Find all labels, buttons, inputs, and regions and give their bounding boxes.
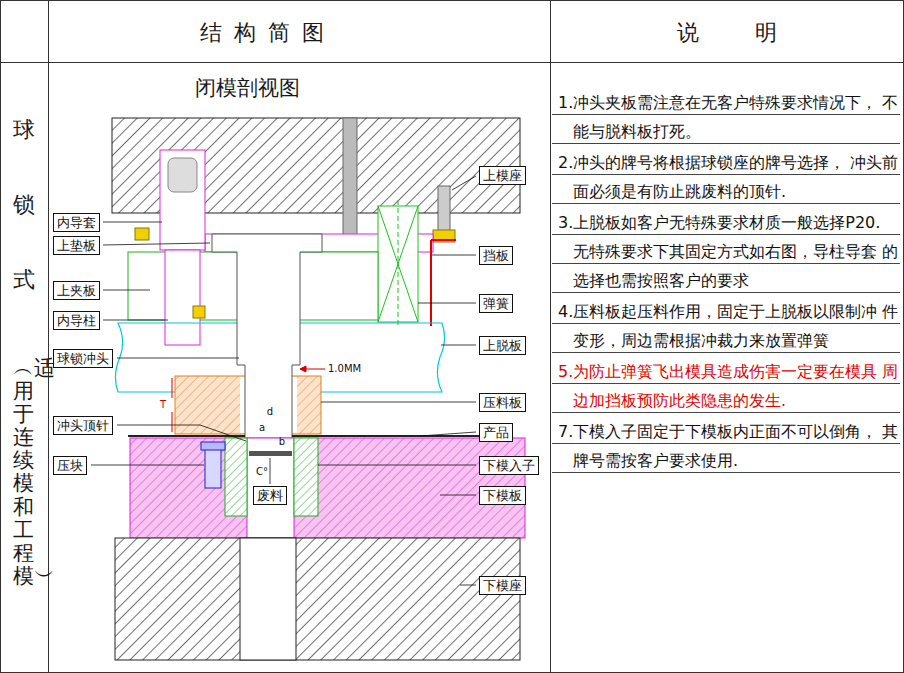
label-text: 上垫板	[57, 238, 96, 253]
row-subheader: ︵适用于连续模和工程模︶	[13, 357, 34, 588]
label-text: 上模座	[483, 168, 522, 183]
text: 5.为防止弹簧飞出模具造成伤害一定要在模具 周边加挡板预防此类隐患的发生.	[558, 362, 898, 410]
guide-post	[165, 250, 200, 345]
part-label: 内导柱	[53, 311, 100, 330]
slug	[249, 451, 292, 456]
text: 1.0MM	[328, 363, 361, 374]
text: 1.冲头夹板需注意在无客户特殊要求情况下， 不能与脱料板打死。	[558, 93, 898, 141]
column-header: 结构简图	[200, 20, 336, 46]
spring	[378, 200, 418, 328]
part-label: 下模座	[479, 576, 526, 595]
label-text: 下模座	[483, 578, 522, 593]
bolt-head	[135, 228, 149, 240]
lower-slot	[240, 538, 296, 660]
label-text: 上脱板	[483, 338, 522, 353]
part-label: 内导套	[53, 213, 100, 232]
guide-bushing	[160, 150, 205, 250]
label-text: 压料板	[483, 395, 522, 410]
note-text: 5.为防止弹簧飞出模具造成伤害一定要在模具 周边加挡板预防此类隐患的发生.	[552, 357, 900, 415]
label-text: 冲头顶针	[57, 418, 109, 433]
text: a	[259, 422, 265, 433]
label-text: 上夹板	[57, 283, 96, 298]
part-label: 废料	[253, 486, 287, 505]
label-text: 下模板	[483, 488, 522, 503]
waste-channel	[247, 438, 294, 538]
text: 球锁式	[13, 117, 35, 292]
title-text: 闭模剖视图	[195, 76, 300, 100]
label-text: 产品	[483, 425, 509, 440]
part-label: 产品	[479, 423, 513, 442]
note-text: 1.冲头夹板需注意在无客户特殊要求情况下， 不能与脱料板打死。	[552, 88, 900, 146]
text: C°	[256, 466, 268, 477]
die-insert	[225, 438, 247, 516]
guard-plate	[431, 240, 456, 326]
part-label: 冲头顶针	[53, 416, 113, 435]
label-text: 弹簧	[483, 296, 509, 311]
part-label: 下模入子	[479, 456, 539, 475]
text: T	[160, 399, 166, 410]
part-label: 上垫板	[53, 236, 100, 255]
text: 说明	[677, 20, 833, 45]
part-label: 弹簧	[479, 294, 513, 313]
note-text: 3.上脱板如客户无特殊要求材质一般选择P20. 无特殊要求下其固定方式如右图，导…	[552, 208, 900, 295]
note-text: 7.下模入子固定于下模板内正面不可以倒角， 其牌号需按客户要求使用.	[552, 417, 900, 475]
text: 7.下模入子固定于下模板内正面不可以倒角， 其牌号需按客户要求使用.	[558, 422, 898, 470]
label-text: 内导套	[57, 215, 96, 230]
dimension-label: a	[259, 422, 265, 434]
label-text: 压块	[57, 458, 83, 473]
part-label: 球锁冲头	[53, 349, 113, 368]
dimension-label: T	[160, 399, 166, 411]
text: 结构简图	[200, 20, 336, 45]
label-text: 挡板	[483, 248, 509, 263]
lower-die-plate	[130, 438, 525, 538]
dimension-label: C°	[256, 466, 268, 478]
part-label: 上夹板	[53, 281, 100, 300]
part-label: 下模板	[479, 486, 526, 505]
clamp-bolt-head	[201, 442, 225, 450]
text: 2.冲头的牌号将根据球锁座的牌号选择， 冲头前面必须是有防止跳废料的顶针.	[558, 153, 898, 201]
text: 4.压料板起压料作用，固定于上脱板以限制冲 件变形，周边需根据冲裁力来放置弹簧	[558, 302, 898, 350]
part-label: 上脱板	[479, 336, 526, 355]
bolt	[438, 186, 450, 234]
ball-lock-punch	[212, 234, 322, 450]
leader-line	[91, 176, 476, 585]
part-label: 压料板	[479, 393, 526, 412]
dimension-label: d	[267, 406, 273, 418]
part-label: 压块	[53, 456, 87, 475]
clamp-bolt	[205, 446, 221, 488]
dimension-mark	[172, 366, 325, 432]
part-label: 挡板	[479, 246, 513, 265]
guide-post-head	[168, 158, 197, 192]
text: 3.上脱板如客户无特殊要求材质一般选择P20. 无特殊要求下其固定方式如右图，导…	[558, 213, 898, 290]
dimension-label: b	[279, 436, 285, 448]
text: d	[267, 406, 273, 417]
die-insert	[294, 438, 318, 516]
ejector-rod	[343, 118, 357, 235]
label-text: 内导柱	[57, 313, 96, 328]
lower-die-set	[115, 538, 520, 660]
part-label: 上模座	[479, 166, 526, 185]
drawing-title: 闭模剖视图	[195, 76, 300, 100]
dimension-label: 1.0MM	[328, 363, 361, 375]
label-text: 废料	[257, 488, 283, 503]
column-header: 说明	[677, 20, 833, 46]
text: b	[279, 436, 285, 447]
row-header: 球锁式	[13, 93, 35, 317]
label-text: 下模入子	[483, 458, 535, 473]
note-text: 4.压料板起压料作用，固定于上脱板以限制冲 件变形，周边需根据冲裁力来放置弹簧	[552, 297, 900, 355]
label-text: 球锁冲头	[57, 351, 109, 366]
note-text: 2.冲头的牌号将根据球锁座的牌号选择， 冲头前面必须是有防止跳废料的顶针.	[552, 148, 900, 206]
bolt-head	[193, 306, 205, 318]
